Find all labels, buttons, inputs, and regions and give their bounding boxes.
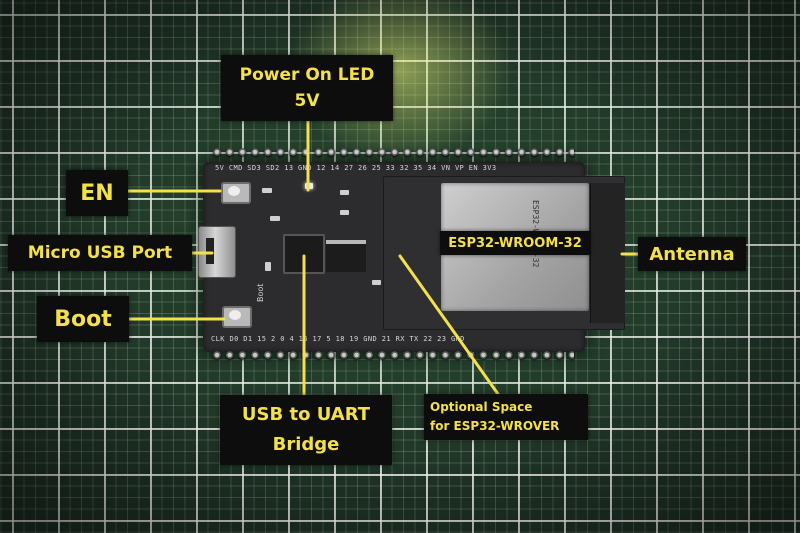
power-led-label-line1: Power On LED: [239, 65, 375, 85]
boot-button-cap: [229, 310, 241, 320]
smd-component: [262, 188, 272, 193]
bottom-pin-header: [212, 350, 574, 360]
top-pin-header: [212, 147, 574, 157]
usb-uart-label: USB to UART Bridge: [220, 395, 392, 465]
power-led-label-line2: 5V: [294, 91, 320, 111]
micro-usb-label: Micro USB Port: [8, 235, 192, 271]
usb-uart-label-line1: USB to UART: [241, 404, 371, 425]
smd-component: [340, 190, 349, 195]
smd-component: [372, 280, 381, 285]
optional-space-label: Optional Space for ESP32-WROVER: [424, 394, 588, 440]
module-label: ESP32-WROOM-32: [440, 231, 590, 255]
smd-component: [340, 210, 349, 215]
bottom-pin-labels: CLK D0 D1 15 2 0 4 16 17 5 18 19 GND 21 …: [211, 335, 465, 343]
power-led-label: Power On LED 5V: [221, 55, 393, 121]
optional-leader: [398, 254, 500, 396]
micro-usb-slot: [206, 238, 214, 264]
antenna-label: Antenna: [638, 237, 746, 271]
voltage-regulator: [326, 240, 366, 272]
en-label: EN: [66, 170, 128, 216]
boot-label: Boot: [37, 296, 129, 342]
pcb-antenna-area: [590, 183, 625, 323]
usb-uart-label-line2: Bridge: [272, 434, 340, 455]
en-button-cap: [228, 186, 240, 196]
optional-space-label-line2: for ESP32-WROVER: [430, 419, 560, 433]
smd-component: [270, 216, 280, 221]
top-pin-labels: 5V CMD SD3 SD2 13 GND 12 14 27 26 25 33 …: [215, 164, 497, 172]
smd-component: [265, 262, 271, 271]
optional-space-label-line1: Optional Space: [430, 400, 533, 414]
